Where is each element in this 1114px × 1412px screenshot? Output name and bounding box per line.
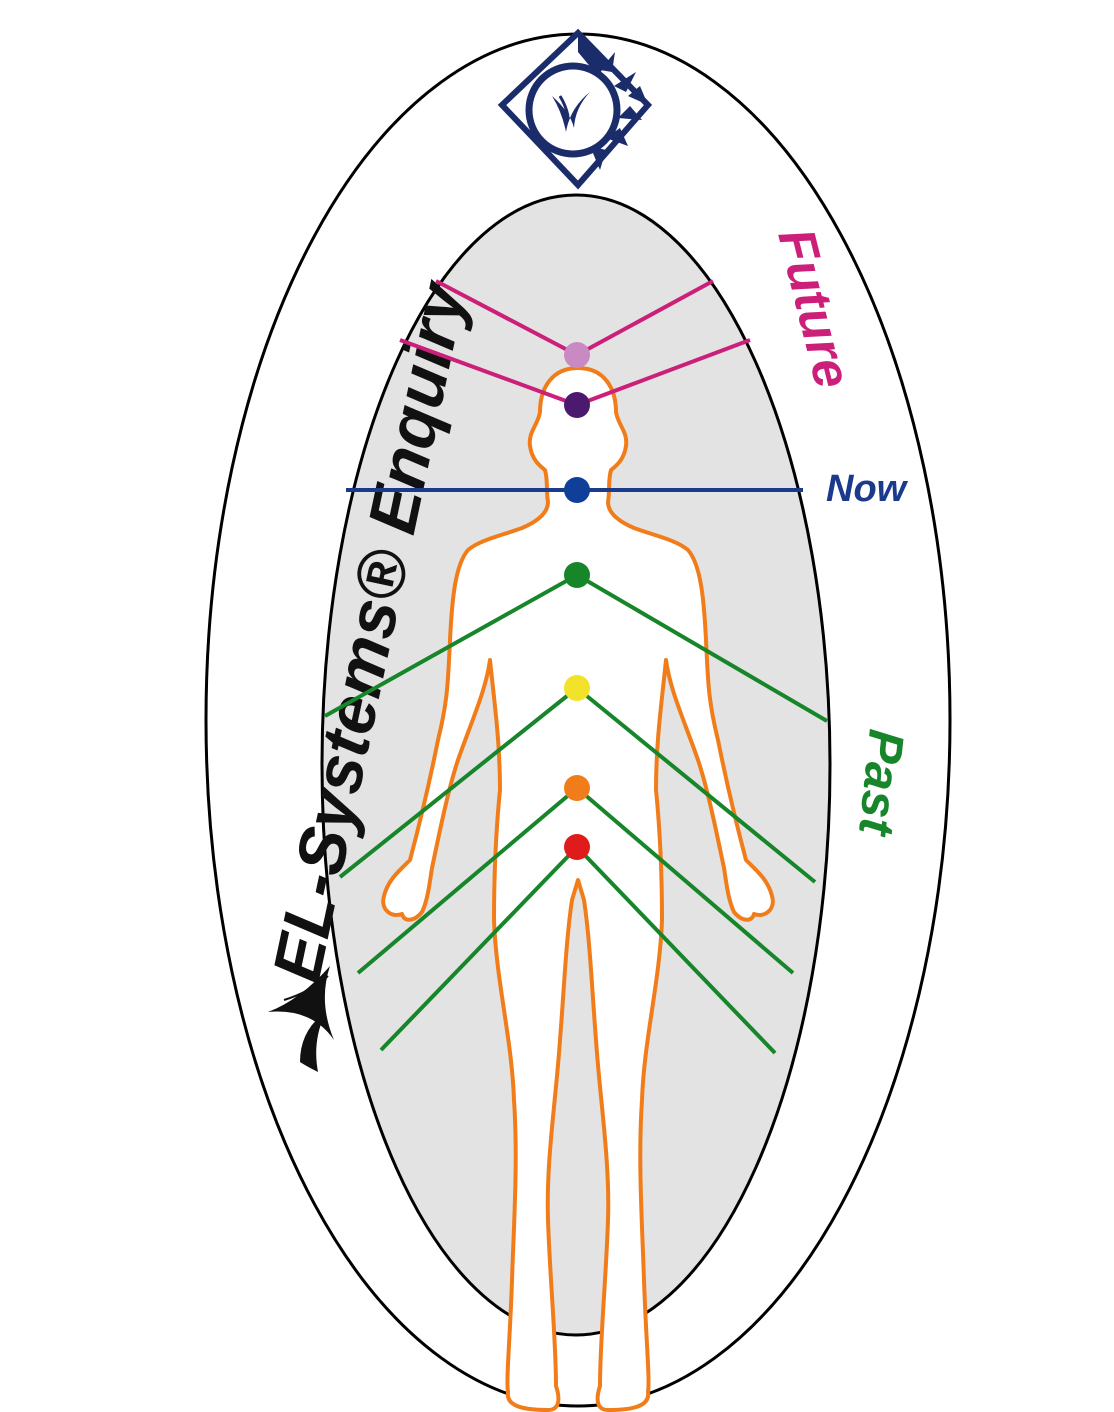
now-label: Now [826,468,909,510]
el-systems-swoosh-logo [268,966,334,1072]
energy-points [564,342,590,860]
energy-point-root [564,834,590,860]
energy-point-sacral [564,775,590,801]
energy-point-crown [564,392,590,418]
energy-point-solar-plexus [564,675,590,701]
past-lines [324,573,829,1055]
energy-point-crown-light [564,342,590,368]
diamond-star-logo [497,28,653,190]
past-label: Past [848,727,915,840]
energy-point-heart [564,562,590,588]
energy-point-throat [564,477,590,503]
future-lines [399,279,751,407]
